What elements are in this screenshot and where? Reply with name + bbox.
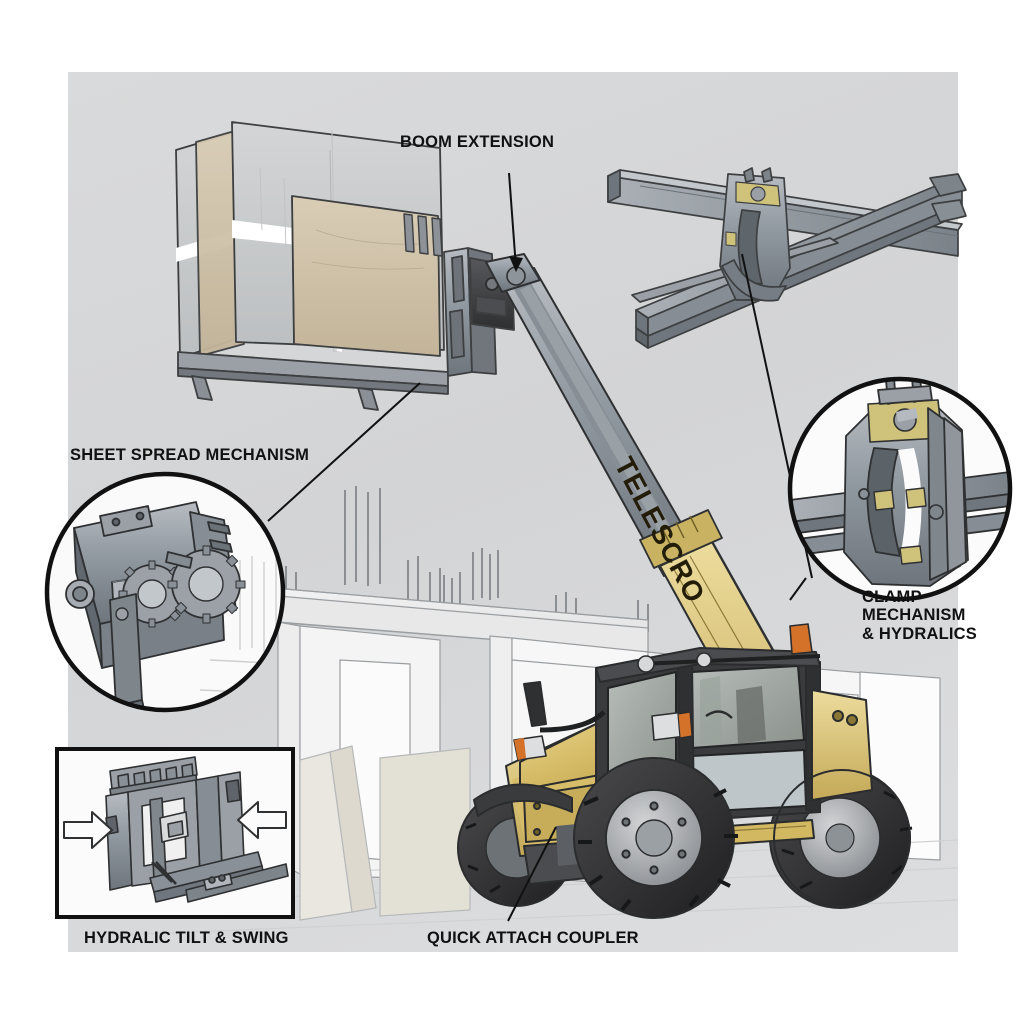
arrowhead-boom	[509, 256, 523, 272]
label-boom-extension: BOOM EXTENSION	[400, 133, 555, 151]
label-sheet-spread-mechanism: SHEET SPREAD MECHANISM	[70, 446, 310, 464]
clamp-detail	[787, 376, 1013, 602]
sheet-spread-detail	[44, 471, 286, 713]
arrow-right	[63, 811, 113, 849]
leader-clamp-detail-lower	[789, 577, 807, 601]
arrow-left	[237, 801, 287, 839]
label-quick-attach-coupler: QUICK ATTACH COUPLER	[427, 929, 639, 947]
wheel-front-near	[573, 757, 738, 919]
leader-quick-attach	[507, 826, 557, 922]
panel-load	[175, 121, 515, 411]
steel-beams	[607, 167, 967, 349]
leader-sheet-spread	[267, 382, 421, 522]
label-clamp-mechanism-hydralics: CLAMP MECHANISM & HYDRALICS	[862, 588, 977, 643]
leader-boom-extension	[508, 172, 517, 269]
label-hydralic-tilt-swing: HYDRALIC TILT & SWING	[84, 929, 289, 947]
wheel-rear-near	[773, 769, 911, 907]
